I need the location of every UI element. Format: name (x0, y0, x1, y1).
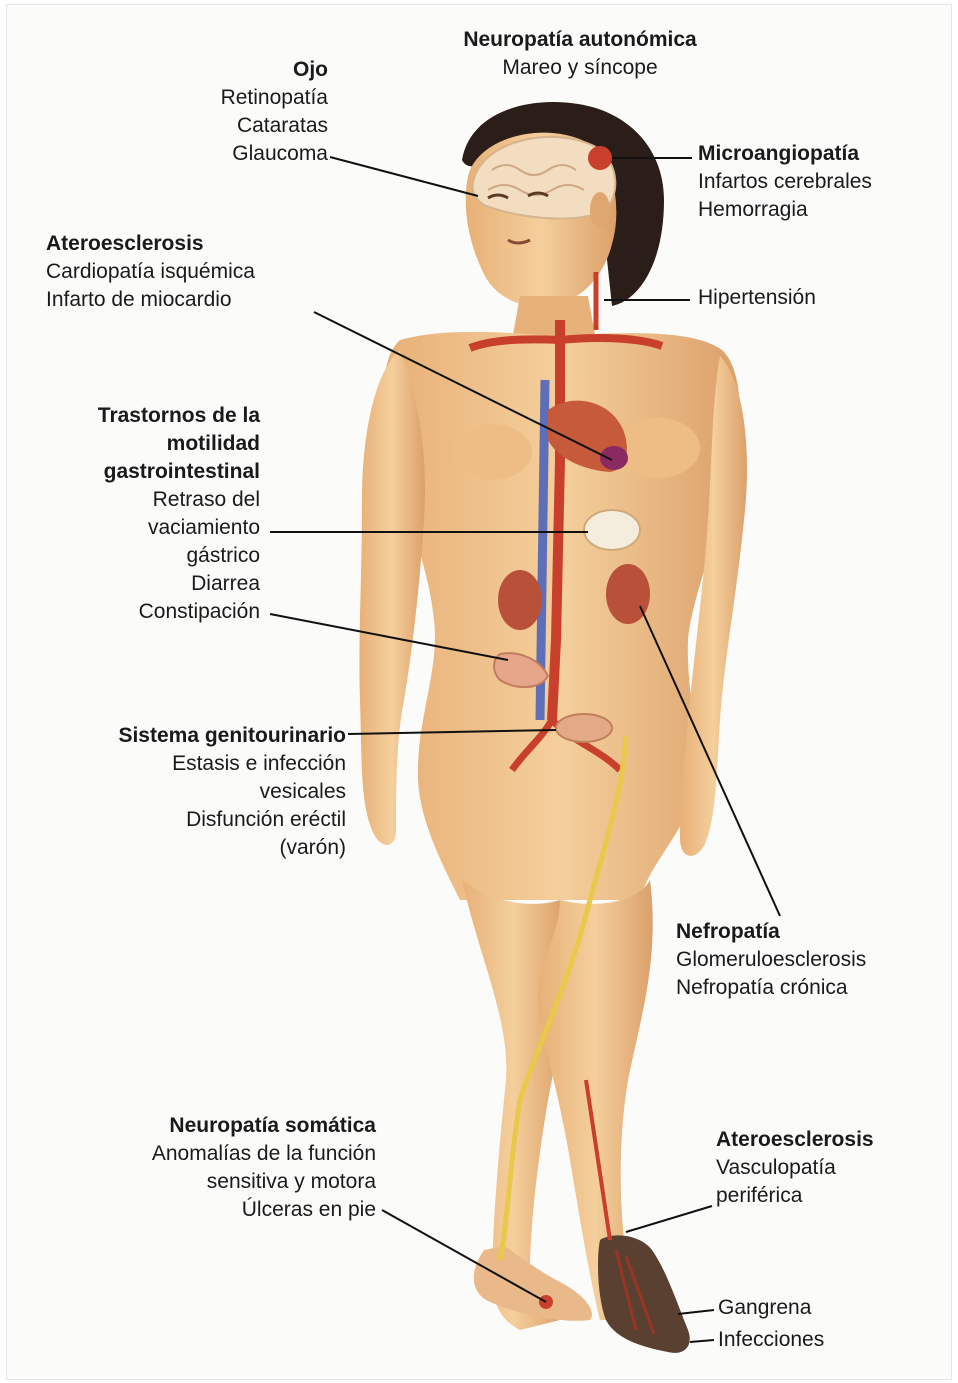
somatic-line-1: Anomalías de la función (40, 1140, 376, 1168)
neck (512, 296, 596, 340)
stomach-icon (584, 510, 640, 550)
microangio-line-2: Hemorragia (698, 196, 948, 224)
eye-label: Ojo Retinopatía Cataratas Glaucoma (100, 56, 328, 168)
gi-line-3: gástrico (16, 542, 260, 570)
somatic-line-3: Úlceras en pie (40, 1196, 376, 1224)
athero-periph-line-1: Vasculopatía (716, 1154, 946, 1182)
eye-line-3: Glaucoma (100, 140, 328, 168)
atherosclerosis-peripheral-label: Ateroesclerosis Vasculopatía periférica (716, 1126, 946, 1210)
left-foot (474, 1246, 592, 1321)
leader-eye (330, 157, 478, 196)
microangio-line-1: Infartos cerebrales (698, 168, 948, 196)
athero-heart-title: Ateroesclerosis (46, 230, 366, 258)
microangiopathy-label: Microangiopatía Infartos cerebrales Hemo… (698, 140, 948, 224)
gi-motility-label: Trastornos de la motilidad gastrointesti… (16, 402, 260, 626)
gi-line-5: Constipación (16, 598, 260, 626)
somatic-title: Neuropatía somática (40, 1112, 376, 1140)
gi-title-1: Trastornos de la (16, 402, 260, 430)
microangio-title: Microangiopatía (698, 140, 948, 168)
atherosclerosis-heart-label: Ateroesclerosis Cardiopatía isquémica In… (46, 230, 366, 314)
somatic-neuropathy-label: Neuropatía somática Anomalías de la func… (40, 1112, 376, 1224)
hypertension-label: Hipertensión (698, 284, 898, 312)
leader-gangrene (678, 1310, 714, 1314)
nephro-line-2: Nefropatía crónica (676, 974, 946, 1002)
left-kidney-icon (498, 570, 542, 630)
infections-line: Infecciones (718, 1326, 918, 1354)
athero-heart-line-1: Cardiopatía isquémica (46, 258, 366, 286)
leader-periph (626, 1206, 712, 1232)
eye-title: Ojo (100, 56, 328, 84)
infections-label: Infecciones (718, 1326, 918, 1354)
nephro-title: Nefropatía (676, 918, 946, 946)
autonomic-neuropathy-label: Neuropatía autonómica Mareo y síncope (396, 26, 764, 82)
genito-line-4: (varón) (16, 834, 346, 862)
hypertension-line: Hipertensión (698, 284, 898, 312)
gangrene-foot (598, 1235, 690, 1352)
gi-line-1: Retraso del (16, 486, 260, 514)
genito-line-3: Disfunción eréctil (16, 806, 346, 834)
athero-periph-line-2: periférica (716, 1182, 946, 1210)
gi-title-3: gastrointestinal (16, 458, 260, 486)
athero-heart-line-2: Infarto de miocardio (46, 286, 366, 314)
genito-line-2: vesicales (16, 778, 346, 806)
gi-title-2: motilidad (16, 430, 260, 458)
genito-title: Sistema genitourinario (16, 722, 346, 750)
athero-periph-title: Ateroesclerosis (716, 1126, 946, 1154)
myocardial-infarct-spot (600, 446, 628, 470)
eye-line-2: Cataratas (100, 112, 328, 140)
gangrene-line: Gangrena (718, 1294, 918, 1322)
autonomic-line-1: Mareo y síncope (396, 54, 764, 82)
autonomic-title: Neuropatía autonómica (396, 26, 764, 54)
somatic-line-2: sensitiva y motora (40, 1168, 376, 1196)
bladder-icon (556, 714, 612, 742)
nephropathy-label: Nefropatía Glomeruloesclerosis Nefropatí… (676, 918, 946, 1002)
eye-line-1: Retinopatía (100, 84, 328, 112)
left-arm (359, 350, 425, 845)
genitourinary-label: Sistema genitourinario Estasis e infecci… (16, 722, 346, 862)
nephro-line-1: Glomeruloesclerosis (676, 946, 946, 974)
cerebral-infarct-spot (588, 146, 612, 170)
gi-line-2: vaciamiento (16, 514, 260, 542)
gangrene-label: Gangrena (718, 1294, 918, 1322)
gi-line-4: Diarrea (16, 570, 260, 598)
genito-line-1: Estasis e infección (16, 750, 346, 778)
leader-infections (690, 1340, 714, 1342)
